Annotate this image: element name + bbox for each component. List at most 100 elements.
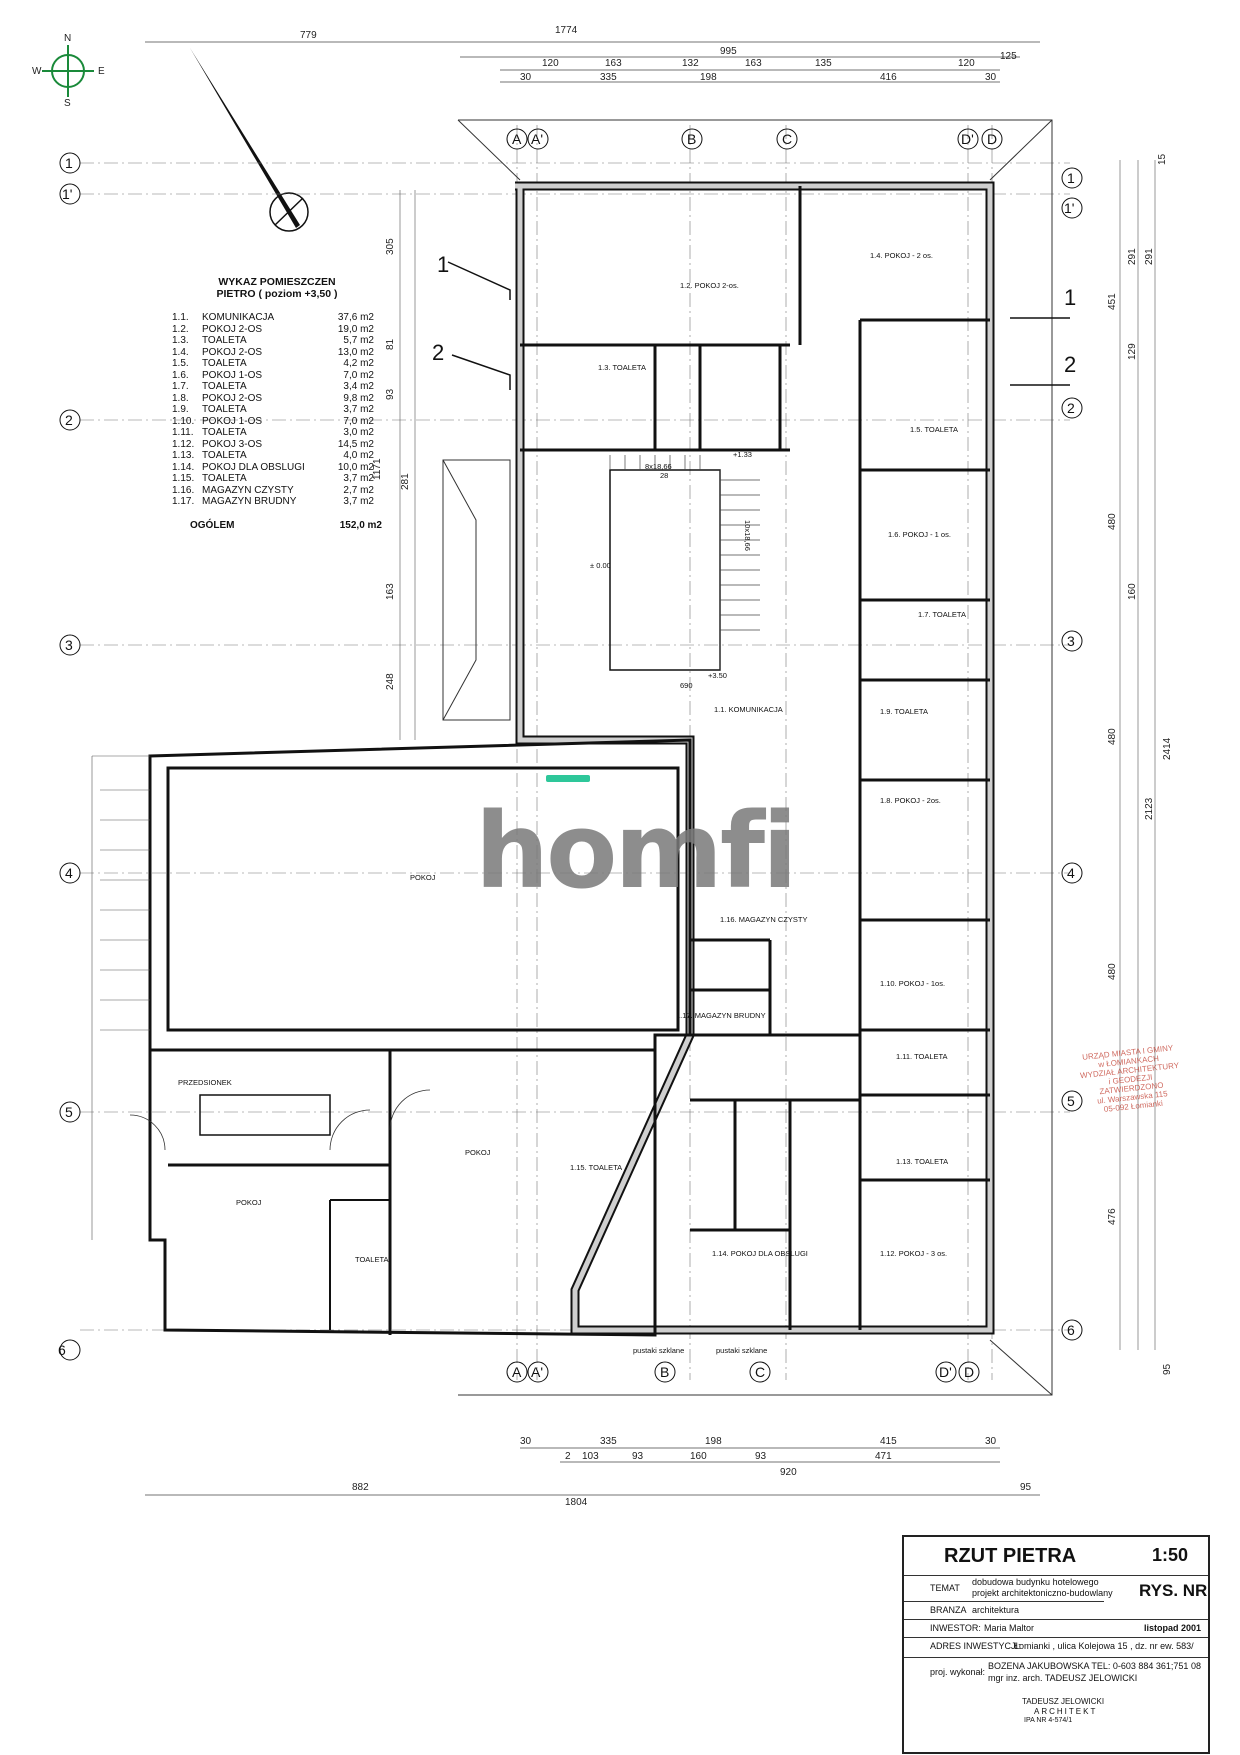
grid-col-a-bot-label: A (512, 1364, 522, 1380)
grid-col-ap-bot-label: A' (531, 1364, 543, 1380)
grid-col-d-bot-label: D (964, 1364, 974, 1380)
dim-198: 198 (700, 72, 717, 83)
grid-col-d-top-label: D (987, 131, 997, 147)
title-block: RZUT PIETRA 1:50 TEMAT dobudowa budynku … (902, 1535, 1210, 1754)
dim-135: 135 (815, 58, 832, 69)
dim-125: 125 (1000, 51, 1017, 62)
room-1-13-label: 1.13. TOALETA (896, 1157, 948, 1166)
schedule-area: 13,0 m2 (337, 346, 374, 358)
tb-branza-label: BRANZA (930, 1605, 967, 1615)
schedule-name: TOALETA (202, 473, 247, 484)
grid-col-b-bot (654, 1361, 676, 1383)
upper-building-walls (515, 181, 995, 1335)
bdim-415: 415 (880, 1436, 897, 1447)
tb-sign-2: ARCHITEKT (1034, 1707, 1098, 1716)
section-mark-1-right: 1 (1064, 285, 1076, 310)
room-schedule: WYKAZ POMIESZCZEN PIETRO ( poziom +3,50 … (172, 276, 382, 531)
ldim-93: 93 (385, 388, 396, 400)
rdim-15: 15 (1157, 153, 1168, 165)
stairs-1-label: 8x18,66 (645, 462, 672, 471)
schedule-area: 4,2 m2 (343, 358, 374, 369)
north-arrow-icon (190, 48, 309, 232)
watermark-accent (546, 775, 590, 782)
rdim-480b: 480 (1107, 728, 1118, 745)
rdim-480c: 480 (1107, 963, 1118, 980)
grid-row-4-marker (59, 862, 81, 884)
schedule-total-label: OGÓLEM (190, 519, 235, 531)
schedule-no: 1.7. (172, 381, 189, 392)
grid-col-ap-top (527, 128, 549, 150)
schedule-name: MAGAZYN CZYSTY (202, 484, 294, 496)
tb-scale: 1:50 (1152, 1545, 1189, 1565)
schedule-name: TOALETA (202, 358, 247, 369)
schedule-no: 1.4. (172, 346, 189, 358)
dim-995: 995 (720, 46, 737, 57)
room-left-pokoj-label: POKOJ (236, 1198, 262, 1207)
dim-335: 335 (600, 72, 617, 83)
grid-row-1-label-r: 1 (1067, 170, 1075, 186)
grid-col-c-top-label: C (782, 131, 792, 147)
interior-walls (520, 186, 990, 1330)
level-000-label: ± 0.00 (590, 561, 611, 570)
grid-col-d-bot (958, 1361, 980, 1383)
schedule-name: POKOJ DLA OBSLUGI (202, 461, 305, 473)
compass-s: S (64, 98, 71, 109)
schedule-name: POKOJ 1-OS (202, 415, 263, 427)
schedule-no: 1.17. (172, 496, 195, 507)
compass-e: E (98, 66, 105, 77)
schedule-no: 1.11. (172, 427, 194, 438)
compass-icon (42, 45, 94, 97)
grid-row-1p-marker-r (1061, 197, 1083, 219)
schedule-name: KOMUNIKACJA (202, 312, 275, 323)
schedule-no: 1.9. (172, 404, 189, 415)
schedule-area: 3,4 m2 (343, 381, 374, 392)
dim-779: 779 (300, 30, 317, 41)
schedule-area: 3,7 m2 (343, 496, 374, 507)
glass-blocks-a-label: pustaki szklane (633, 1346, 684, 1355)
grid-col-dp-bot (935, 1361, 957, 1383)
grid-row-5-marker-r (1061, 1090, 1083, 1112)
room-1-11-label: 1.11. TOALETA (896, 1052, 948, 1061)
grid-row-1-marker (59, 152, 81, 174)
schedule-name: TOALETA (202, 427, 247, 438)
tb-adres-label: ADRES INWESTYCJI: (930, 1641, 1021, 1651)
grid-row-3-label: 3 (65, 637, 73, 653)
rdim-129: 129 (1127, 343, 1138, 360)
grid-col-b-top (681, 128, 703, 150)
rdim-480a: 480 (1107, 513, 1118, 530)
schedule-area: 3,7 m2 (343, 473, 374, 484)
bdim-1804: 1804 (565, 1497, 588, 1508)
dim-163a: 163 (605, 58, 622, 69)
grid-row-1-marker-r (1061, 167, 1083, 189)
schedule-no: 1.16. (172, 484, 195, 496)
rdim-2123: 2123 (1144, 797, 1155, 820)
ldim-163: 163 (385, 583, 396, 600)
grid-row-5-label: 5 (65, 1104, 73, 1120)
schedule-name: TOALETA (202, 381, 247, 392)
schedule-area: 37,6 m2 (337, 312, 374, 323)
room-1-5-label: 1.5. TOALETA (910, 425, 958, 434)
roof-outline (442, 119, 1053, 1396)
level-133-label: +1.33 (733, 450, 752, 459)
grid-row-4-label: 4 (65, 865, 73, 881)
tb-inwestor: Maria Maltor (984, 1623, 1035, 1633)
room-1-15-label: 1.15. TOALETA (570, 1163, 622, 1172)
bdim-160: 160 (690, 1451, 707, 1462)
bdim-198: 198 (705, 1436, 722, 1447)
room-1-12-label: 1.12. POKOJ - 3 os. (880, 1249, 947, 1258)
grid-col-c-bot-label: C (755, 1364, 765, 1380)
schedule-name: POKOJ 2-OS (202, 323, 263, 335)
schedule-title: WYKAZ POMIESZCZEN (218, 276, 336, 288)
grid-col-a-top-label: A (512, 131, 522, 147)
room-1-10-label: 1.10. POKOJ - 1os. (880, 979, 945, 988)
existing-building-walls (91, 738, 692, 1337)
tb-proj-1: BOZENA JAKUBOWSKA TEL: 0-603 884 361;751… (988, 1661, 1201, 1671)
grid-col-d-top (981, 128, 1003, 150)
